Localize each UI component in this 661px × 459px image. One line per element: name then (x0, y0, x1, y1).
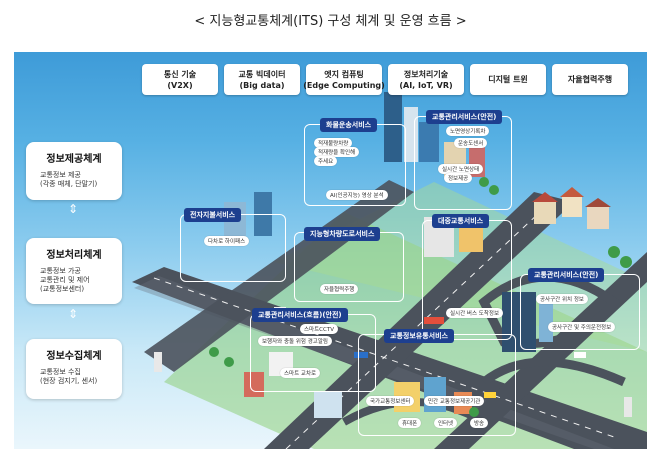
traffic-smooth-chip: 보행자와 충돌 위험 경고알림 (258, 336, 332, 346)
public-transit-callout (422, 220, 512, 340)
tier-processing-line: (교통정보센터) (40, 285, 85, 293)
traffic-safety-top-chip: 실시간 노면상태 (438, 164, 484, 174)
smart-highway-label: 지능형차량도로서비스 (304, 227, 381, 241)
tier-provision-line: (각종 매체, 단말기) (40, 180, 98, 188)
etoll-chip: 다차로 하이패스 (204, 236, 250, 246)
etoll-service-label: 전자지불서비스 (184, 208, 242, 222)
traffic-info-chip: 방송 (470, 418, 489, 428)
traffic-safety-top-label: 교통관리서비스(안전) (426, 110, 503, 124)
traffic-smooth-label: 교통관리서비스(흐름)(안전) (252, 308, 348, 322)
traffic-safety-top-chip: 운송도센서 (454, 138, 488, 148)
tech-ai-iot-vr: 정보처리기술(AI, IoT, VR) (388, 64, 464, 95)
tier-processing-line: 교통정보 가공 (40, 267, 81, 275)
traffic-safety-top-chip: 정보제공 (444, 173, 473, 183)
tech-autonomous-cooperative: 자율협력주행 (552, 64, 628, 95)
traffic-safety-right-chip: 공사구간 위치 정보 (536, 294, 588, 304)
freight-chip: 적재량을 확인해 (314, 147, 360, 157)
its-illustration: 통신 기술(V2X) 교통 빅데이터(Big data) 엣지 컴퓨팅(Edge… (14, 52, 647, 449)
traffic-info-chip: 국가교통정보센터 (366, 396, 415, 406)
etoll-service-callout (180, 214, 286, 282)
tier-provision: 정보제공체계 교통정보 제공 (각종 매체, 단말기) (26, 142, 122, 200)
tech-digital-twin: 디지털 트윈 (470, 64, 546, 95)
tier-collection: 정보수집체계 교통정보 수집 (현장 검지기, 센서) (26, 339, 122, 399)
smart-highway-chip: 자율협력주행 (320, 284, 359, 294)
traffic-safety-right-chip: 공사구간 및 주의운전정보 (548, 322, 616, 332)
tech-v2x: 통신 기술(V2X) (142, 64, 218, 95)
technology-row: 통신 기술(V2X) 교통 빅데이터(Big data) 엣지 컴퓨팅(Edge… (142, 64, 628, 95)
tier-processing: 정보처리체계 교통정보 가공 교통관리 및 제어 (교통정보센터) (26, 238, 122, 304)
traffic-safety-right-label: 교통관리서비스(안전) (528, 268, 605, 282)
city-scene (132, 92, 647, 449)
freight-service-label: 화물운송서비스 (320, 118, 378, 132)
traffic-smooth-chip: 스마트 교차로 (280, 368, 321, 378)
traffic-info-chip: 민간 교통정보제공기관 (424, 396, 485, 406)
tier-collection-line: 교통정보 수집 (40, 368, 81, 376)
tier-collection-line: (현장 검지기, 센서) (40, 377, 98, 385)
freight-chip: 적재불량차량 (314, 138, 353, 148)
tech-big-data: 교통 빅데이터(Big data) (224, 64, 300, 95)
public-transit-label: 대중교통서비스 (432, 214, 490, 228)
freight-chip: AI(인공지능) 영상 분석 (326, 190, 388, 200)
arrow-updown-icon: ⇕ (67, 202, 79, 216)
traffic-info-chip: 인터넷 (434, 418, 458, 428)
traffic-info-chip: 휴대폰 (398, 418, 422, 428)
public-transit-chip: 실시간 버스 도착정보 (446, 308, 504, 318)
page-title: < 지능형교통체계(ITS) 구성 체계 및 운영 흐름 > (194, 14, 467, 29)
traffic-smooth-chip: 스마트CCTV (300, 324, 338, 334)
freight-chip: 주세요 (314, 156, 338, 166)
tier-collection-title: 정보수집체계 (46, 351, 102, 362)
traffic-safety-right-callout (520, 274, 640, 350)
traffic-info-label: 교통정보유통서비스 (384, 329, 454, 343)
tech-edge-computing: 엣지 컴퓨팅(Edge Computing) (303, 64, 385, 95)
tier-provision-line: 교통정보 제공 (40, 171, 81, 179)
tier-processing-title: 정보처리체계 (46, 250, 102, 261)
tier-processing-line: 교통관리 및 제어 (40, 276, 90, 284)
traffic-safety-top-chip: 노면영상기록차 (446, 126, 490, 136)
tier-provision-title: 정보제공체계 (46, 154, 102, 165)
arrow-updown-icon: ⇕ (67, 307, 79, 321)
